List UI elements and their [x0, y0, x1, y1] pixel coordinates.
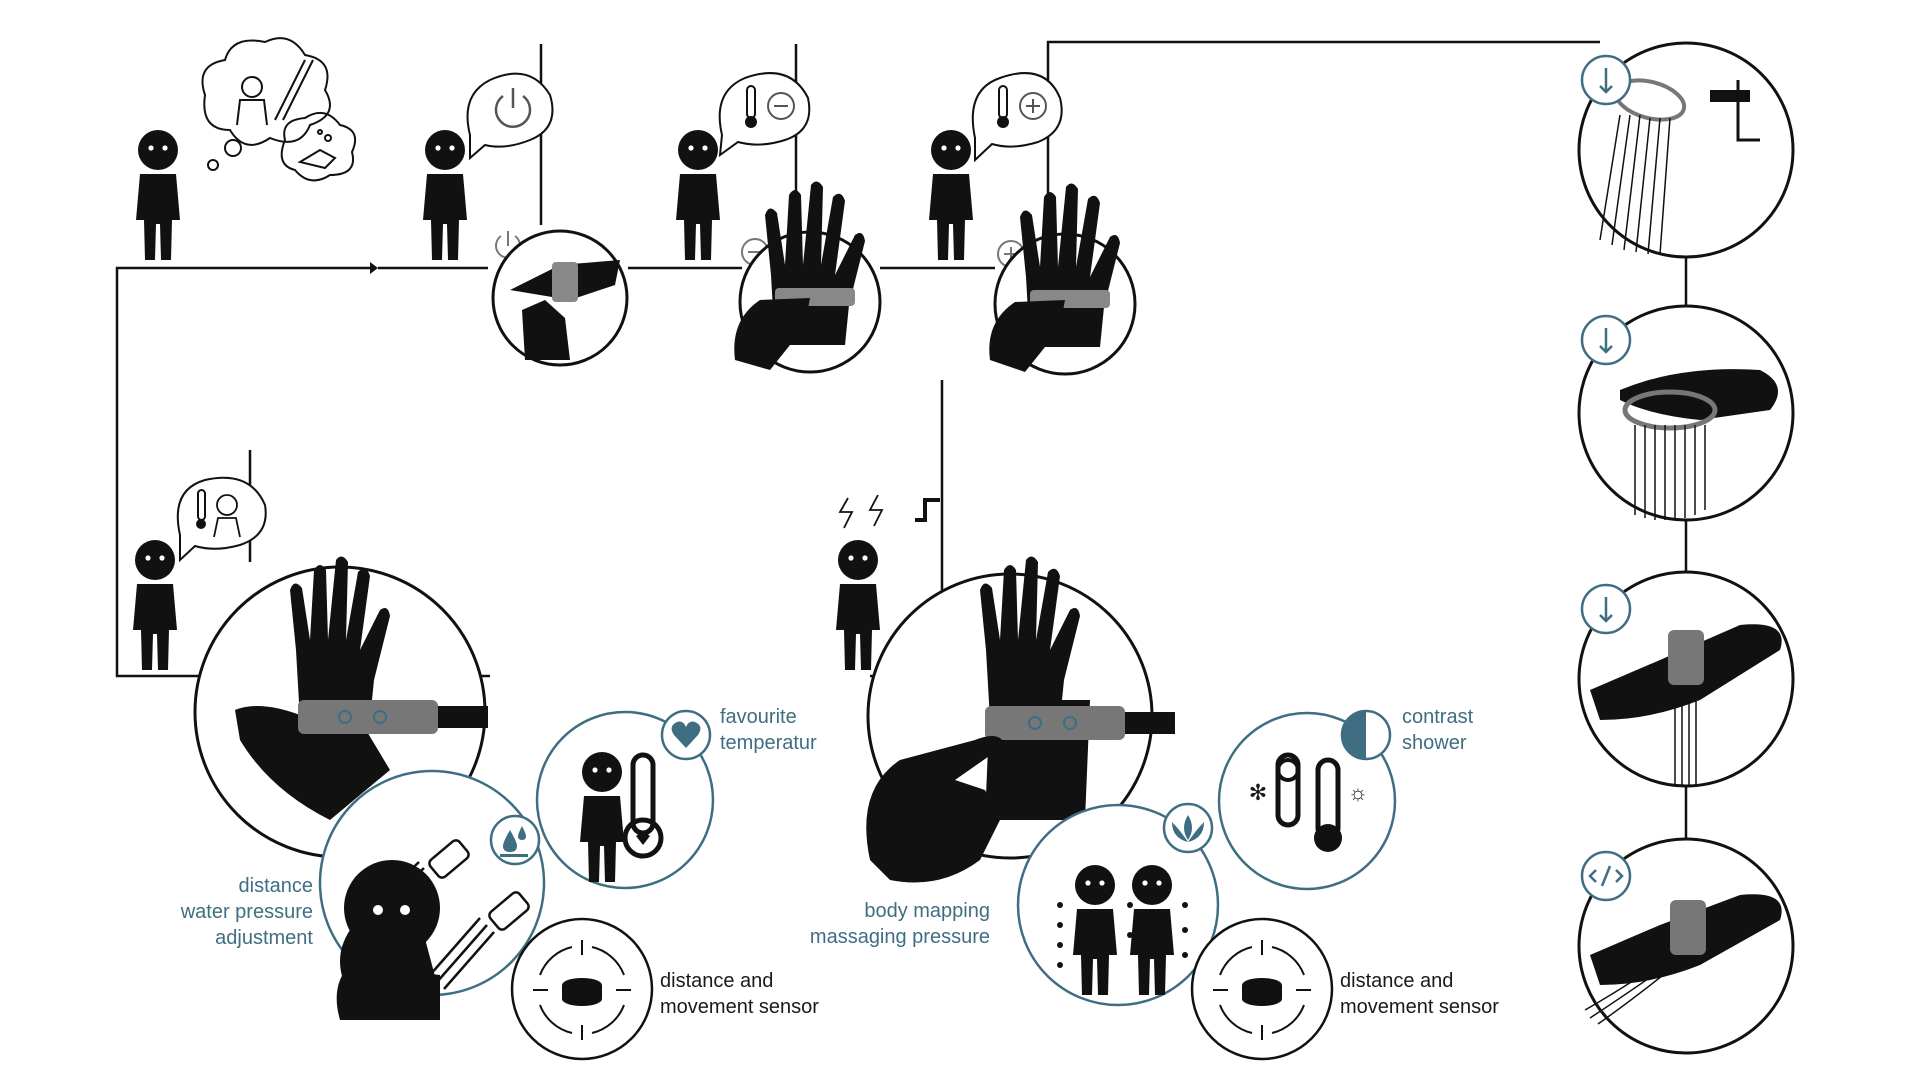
middle-feature-panel: ✻ ☼ contrast shower body mapping massaging… [810, 556, 1499, 1061]
hand-gesture-circle [989, 183, 1137, 376]
label-line: temperatur [720, 732, 817, 754]
person-icon [929, 130, 973, 260]
thermometer-icon [622, 752, 664, 859]
code-arrows-icon [1588, 865, 1624, 887]
feature-label: distance water pressure adjustment [180, 875, 314, 949]
speech-bubble [466, 72, 554, 161]
label-line: water pressure [180, 901, 313, 923]
sensor-icon [533, 940, 631, 1040]
label-line: distance and [1340, 970, 1453, 992]
flow-arrow-icon [370, 262, 378, 274]
label-line: shower [1402, 732, 1467, 754]
wristband [298, 700, 438, 734]
heart-icon [671, 721, 701, 748]
step-temp-minus [676, 72, 882, 374]
state-circle-3 [1577, 570, 1795, 788]
label-line: contrast [1402, 706, 1474, 728]
sun-icon: ☼ [1348, 780, 1368, 805]
feature-label: distance and movement sensor [1340, 970, 1499, 1018]
arrow-down-icon [1599, 597, 1613, 623]
speech-bubble [971, 72, 1063, 163]
label-line: body mapping [864, 900, 990, 922]
person-icon [136, 130, 180, 260]
step-contrast [836, 494, 940, 670]
person-icon [836, 540, 880, 670]
temperature-minus-icon [745, 85, 795, 128]
label-line: movement sensor [1340, 996, 1499, 1018]
state-circle-4 [1577, 837, 1795, 1055]
state-circle-2 [1577, 304, 1795, 522]
wristband [985, 706, 1125, 740]
favourite-circle [535, 710, 715, 890]
thermometer-icon [1275, 752, 1342, 852]
person-icon [423, 130, 467, 260]
label-line: distance [239, 875, 314, 897]
label-line: adjustment [215, 927, 313, 949]
step-favourite [133, 476, 267, 670]
lightning-icon [838, 494, 884, 529]
feature-label: favourite temperatur [720, 706, 817, 754]
label-line: favourite [720, 706, 797, 728]
step-power [423, 72, 629, 367]
label-line: distance and [660, 970, 773, 992]
lotus-icon [1172, 815, 1204, 842]
step-temp-plus [929, 72, 1137, 376]
temperature-plus-icon [997, 85, 1047, 128]
label-line: movement sensor [660, 996, 819, 1018]
person-icon [676, 130, 720, 260]
feature-label: distance and movement sensor [660, 970, 819, 1018]
state-circle-1 [1577, 41, 1795, 259]
speech-bubble [718, 72, 811, 158]
contrast-circle [1217, 711, 1397, 891]
shower-head-icon [399, 839, 530, 990]
power-icon [494, 88, 532, 128]
sensor-icon [1213, 940, 1311, 1040]
arrow-down-icon [1599, 328, 1613, 354]
water-drop-icon [503, 830, 517, 852]
body-map-points [1057, 902, 1188, 968]
label-line: massaging pressure [810, 926, 990, 948]
speech-bubble [176, 476, 267, 563]
left-feature-panel: favourite temperatur distance water pressu… [180, 556, 819, 1061]
arrow-down-icon [1599, 68, 1613, 94]
step-thinking [136, 37, 356, 260]
thinking-person-icon [201, 37, 356, 182]
feature-label: contrast shower [1402, 706, 1474, 754]
person-icon [133, 540, 177, 670]
hand-gesture-circle [734, 181, 882, 374]
right-column [1577, 41, 1795, 1055]
feature-label: body mapping massaging pressure [810, 900, 990, 948]
snowflake-icon: ✻ [1249, 780, 1267, 805]
hand-press-circle [491, 229, 629, 367]
half-circle-icon [1342, 711, 1366, 759]
